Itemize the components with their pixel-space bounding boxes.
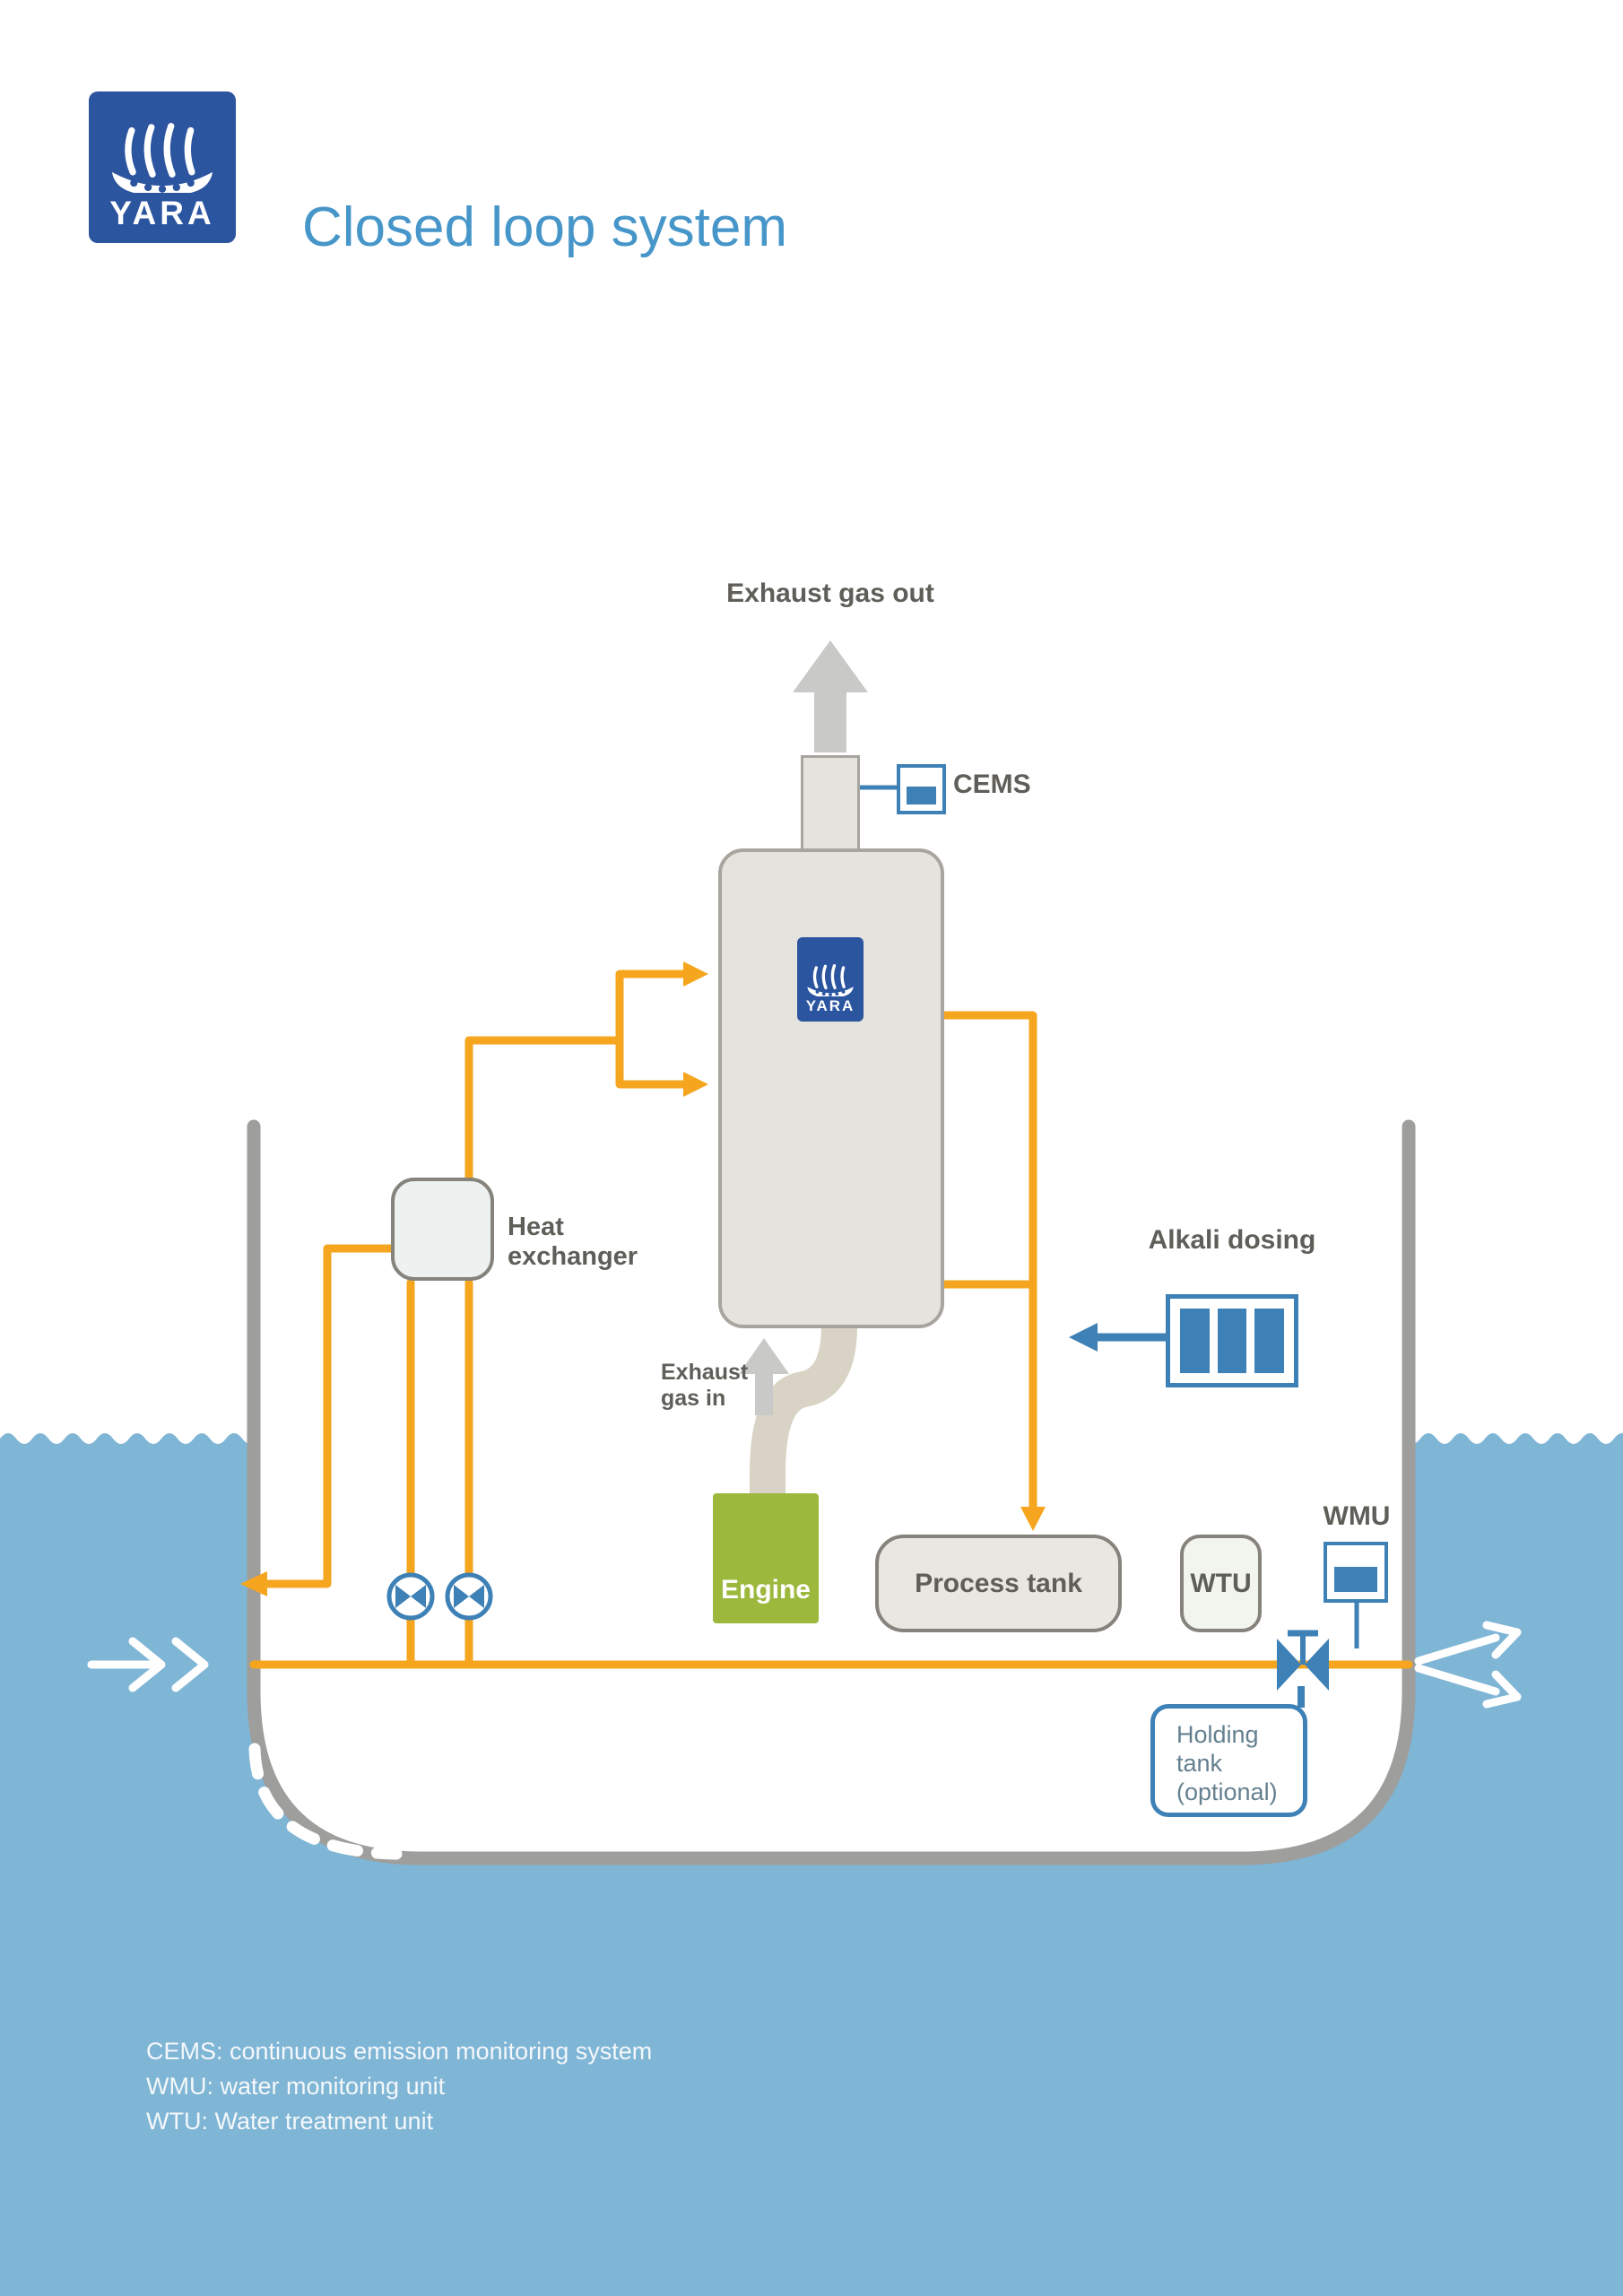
yara-logo-text: YARA [109,195,215,231]
pump-icon [445,1572,493,1621]
cems-monitor-icon [897,764,946,814]
scrubber-stack [801,755,860,856]
pipe-arrowhead-upper-inlet [683,961,708,987]
heat-exchanger-label-line2: exchanger [508,1242,638,1271]
scrubber-logo-text: YARA [805,997,855,1014]
hull-dashed-highlight [248,1743,403,1860]
holding-tank-label-line2: tank [1176,1750,1223,1777]
alkali-dosing-label: Alkali dosing [1148,1225,1316,1255]
engine: Engine [713,1493,819,1623]
cems-screen [907,787,936,804]
exhaust-gas-out-label: Exhaust gas out [726,578,934,608]
heat-exchanger-label-line1: Heat [508,1213,564,1241]
pump-icon [386,1572,435,1621]
heat-exchanger [391,1178,494,1281]
wmu-screen [1334,1567,1377,1592]
wtu-label: WTU [1190,1568,1252,1598]
ship-hull [247,1119,1416,1866]
cems-label: CEMS [953,770,1031,799]
outflow-upper-chevron-icon [1482,1621,1522,1659]
heat-exchanger-label: Heat exchanger [508,1213,638,1272]
holding-tank-label-line1: Holding [1176,1721,1259,1748]
viking-ship-icon [111,123,213,193]
alkali-canister [1180,1309,1210,1373]
exhaust-out-arrow-icon [793,640,868,752]
inflow-chevron-2-icon [171,1637,209,1692]
legend-cems: CEMS: continuous emission monitoring sys… [146,2038,653,2065]
alkali-arrowhead-icon [1069,1323,1098,1352]
inflow-chevron-1-icon [128,1637,166,1692]
engine-label: Engine [720,1575,811,1605]
pipe-arrowhead-discharge [240,1571,267,1596]
legend-wmu: WMU: water monitoring unit [146,2073,446,2100]
wmu-monitor-icon [1324,1542,1388,1603]
outflow-lower-chevron-icon [1482,1670,1522,1709]
exhaust-gas-in-label: Exhaust gas in [661,1360,748,1412]
exhaust-gas-in-label-line1: Exhaust [661,1360,749,1385]
legend-wtu: WTU: Water treatment unit [146,2108,434,2135]
exhaust-gas-in-label-line2: gas in [661,1386,726,1411]
alkali-canister [1217,1309,1247,1373]
outflow-upper-shaft-icon [1414,1633,1500,1665]
process-tank-label: Process tank [915,1568,1082,1598]
pipe-overboard-discharge [263,1244,395,1588]
holding-tank: Holding tank (optional) [1150,1704,1307,1817]
viking-ship-icon [807,964,854,996]
page-title: Closed loop system [302,196,788,258]
pipe-heat-exchanger-to-scrubber [464,970,688,1185]
pipe-arrowhead-lower-inlet [683,1072,708,1097]
alkali-canister [1254,1309,1285,1373]
water-treatment-unit: WTU [1180,1535,1262,1632]
scrubber-yara-logo: YARA [797,937,864,1022]
exhaust-duct [750,1325,857,1503]
pipe-arrowhead-process-tank [1020,1507,1046,1531]
exhaust-in-arrow-icon [739,1338,789,1415]
legend: CEMS: continuous emission monitoring sys… [146,2034,652,2139]
valve-icon [1277,1630,1329,1691]
holding-tank-label-line3: (optional) [1176,1779,1278,1805]
yara-logo: YARA [89,91,236,243]
process-tank: Process tank [875,1535,1122,1632]
outflow-lower-shaft-icon [1414,1664,1500,1696]
scrubber-tower [718,848,944,1328]
alkali-dosing-unit [1166,1294,1298,1387]
pipe-scrubber-outlet [940,1011,1037,1520]
wmu-label: WMU [1323,1501,1391,1531]
